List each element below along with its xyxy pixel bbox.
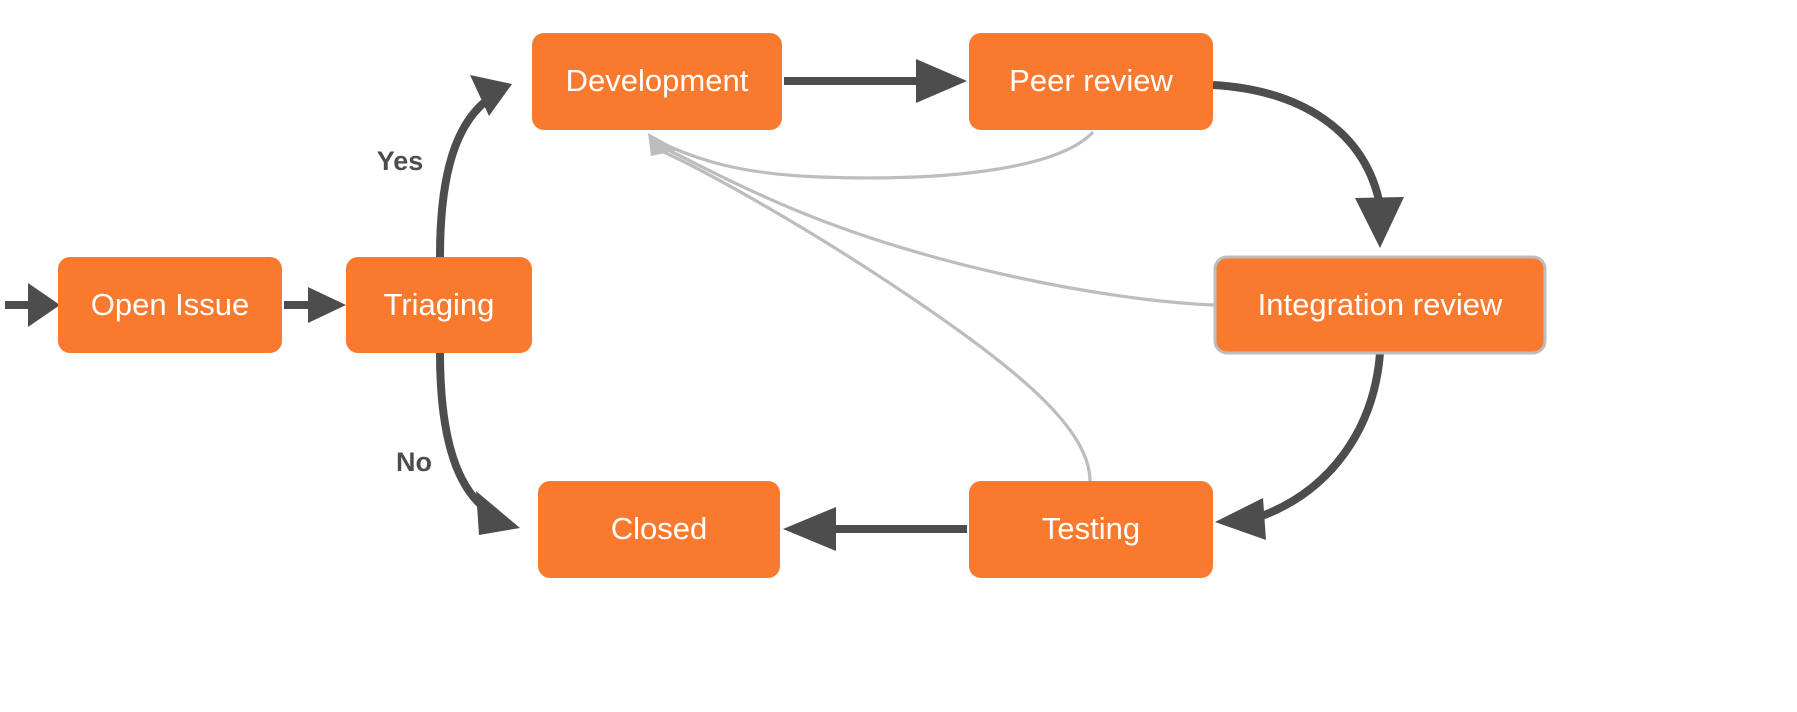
edge-start-to-open-issue[interactable]: [5, 283, 60, 327]
node-open-issue-rect[interactable]: [58, 257, 282, 353]
edge-labels-group: Yes No: [377, 146, 432, 477]
node-closed[interactable]: Closed: [538, 481, 780, 578]
node-peer-review[interactable]: Peer review: [969, 33, 1213, 130]
edge-peer-review-to-integration-review[interactable]: [1212, 81, 1404, 248]
node-open-issue[interactable]: Open Issue: [58, 257, 282, 353]
node-peer-review-label: Peer review: [1009, 63, 1173, 98]
node-closed-label: Closed: [611, 511, 708, 546]
edge-integration-review-to-testing[interactable]: [1215, 352, 1384, 540]
edge-label-no: No: [396, 447, 432, 477]
node-testing-rect[interactable]: [969, 481, 1213, 578]
feedback-arrowhead-development: [648, 133, 679, 156]
node-development[interactable]: Development: [532, 33, 782, 130]
edge-triaging-to-development[interactable]: [436, 75, 512, 258]
edge-open-issue-to-triaging[interactable]: [284, 287, 346, 323]
edge-testing-to-closed[interactable]: [783, 507, 967, 551]
node-testing-label: Testing: [1042, 511, 1140, 546]
edge-development-to-peer-review[interactable]: [784, 59, 967, 103]
node-triaging-rect[interactable]: [346, 257, 532, 353]
node-closed-rect[interactable]: [538, 481, 780, 578]
node-integration-review[interactable]: Integration review: [1213, 255, 1547, 355]
node-integration-review-label: Integration review: [1258, 287, 1503, 322]
edge-label-yes: Yes: [377, 146, 424, 176]
edge-peer-review-to-development[interactable]: [666, 131, 1094, 180]
feedback-edges-group: [648, 131, 1215, 483]
nodes-group: Open Issue Triaging Development Peer rev…: [58, 33, 1547, 578]
node-triaging-label: Triaging: [384, 287, 495, 322]
node-open-issue-label: Open Issue: [91, 287, 250, 322]
node-triaging[interactable]: Triaging: [346, 257, 532, 353]
node-peer-review-rect[interactable]: [969, 33, 1213, 130]
edge-testing-to-development[interactable]: [657, 148, 1092, 483]
edge-triaging-to-closed[interactable]: [436, 352, 520, 535]
node-development-label: Development: [566, 63, 749, 98]
main-edges-group: [5, 59, 1404, 551]
node-integration-review-rect[interactable]: [1213, 255, 1547, 355]
node-testing[interactable]: Testing: [969, 481, 1213, 578]
edge-integration-review-to-development[interactable]: [662, 146, 1215, 307]
node-development-rect[interactable]: [532, 33, 782, 130]
